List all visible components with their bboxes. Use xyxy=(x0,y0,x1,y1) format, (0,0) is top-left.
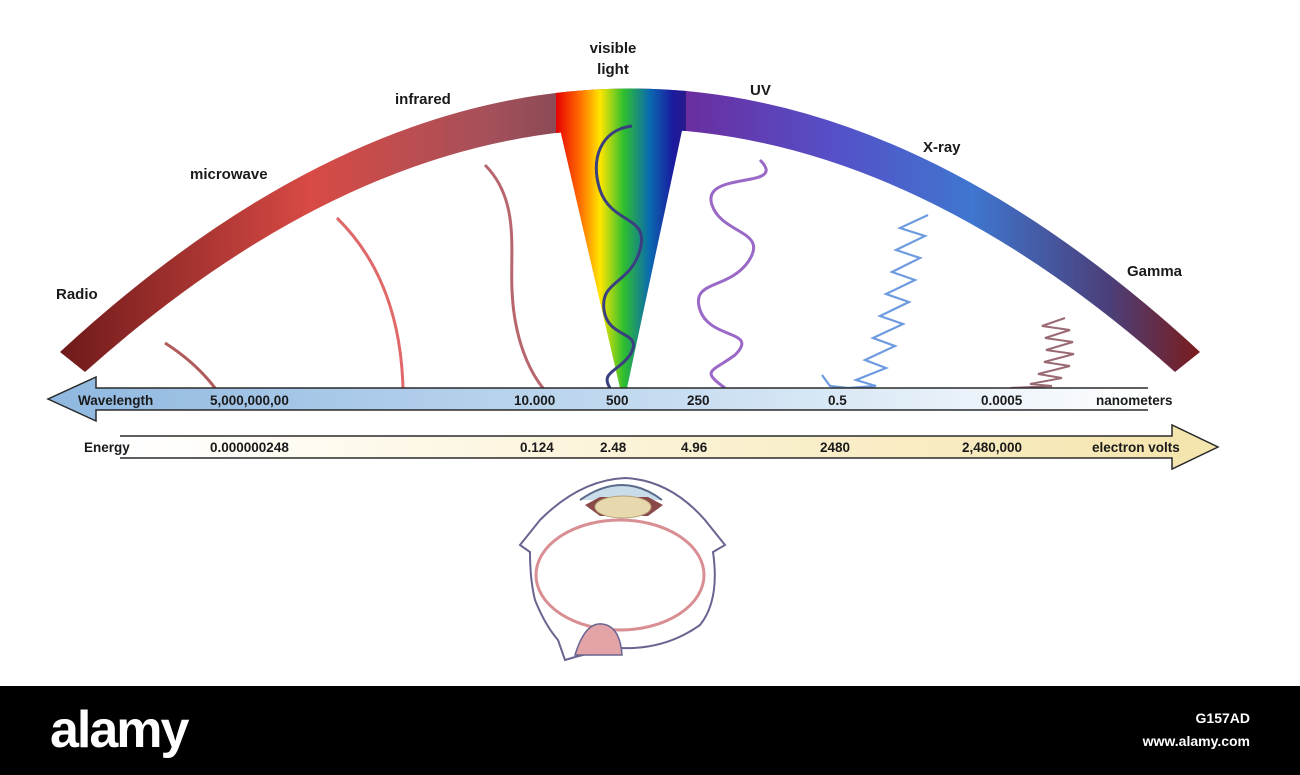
energy-arrow xyxy=(120,423,1220,471)
wavelength-arrow xyxy=(46,375,1148,423)
infrared-wave xyxy=(483,163,545,389)
optic-nerve xyxy=(573,623,623,656)
wavelength-value: 250 xyxy=(687,393,710,408)
energy-value: 4.96 xyxy=(681,440,708,455)
band-label-gamma: Gamma xyxy=(1127,263,1183,280)
wavelength-value: 5,000,000,00 xyxy=(210,393,289,408)
gamma-wave xyxy=(1009,317,1075,389)
spectrum-arc xyxy=(60,88,1200,372)
band-label-visible-line2: light xyxy=(597,61,629,78)
microwave-wave xyxy=(335,216,405,389)
eye-illustration xyxy=(518,476,727,662)
band-label-uv: UV xyxy=(750,82,771,99)
spectrum-diagram: Radio microwave infrared visible light U… xyxy=(46,40,1220,662)
wavelength-value: 10.000 xyxy=(514,393,555,408)
wavelength-value: 500 xyxy=(606,393,629,408)
energy-value: 2480 xyxy=(820,440,850,455)
visible-light-cone xyxy=(556,112,686,388)
alamy-logo: alamy xyxy=(50,701,189,759)
radio-wave xyxy=(164,341,217,389)
eyeball-interior xyxy=(534,518,706,632)
energy-unit: electron volts xyxy=(1092,440,1180,455)
band-label-microwave: microwave xyxy=(190,166,268,183)
band-label-infrared: infrared xyxy=(395,91,451,108)
band-label-xray: X-ray xyxy=(923,139,961,156)
wavelength-value: 0.0005 xyxy=(981,393,1023,408)
uv-wave xyxy=(696,158,768,390)
lens xyxy=(594,495,652,519)
energy-value: 0.124 xyxy=(520,440,554,455)
energy-value: 2,480,000 xyxy=(962,440,1022,455)
band-label-radio: Radio xyxy=(56,286,98,303)
energy-value: 0.000000248 xyxy=(210,440,289,455)
cornea xyxy=(579,484,663,501)
visible-wave xyxy=(594,124,644,389)
wavelength-unit: nanometers xyxy=(1096,393,1173,408)
energy-label: Energy xyxy=(84,440,130,455)
site-url: www.alamy.com xyxy=(1142,733,1250,749)
xray-wave xyxy=(821,214,929,390)
wavelength-label: Wavelength xyxy=(78,393,153,408)
band-label-visible-line1: visible xyxy=(590,40,637,57)
energy-value: 2.48 xyxy=(600,440,627,455)
image-id: G157AD xyxy=(1195,710,1250,726)
wavelength-value: 0.5 xyxy=(828,393,847,408)
watermark-footer: alamy G157AD www.alamy.com xyxy=(0,686,1300,775)
